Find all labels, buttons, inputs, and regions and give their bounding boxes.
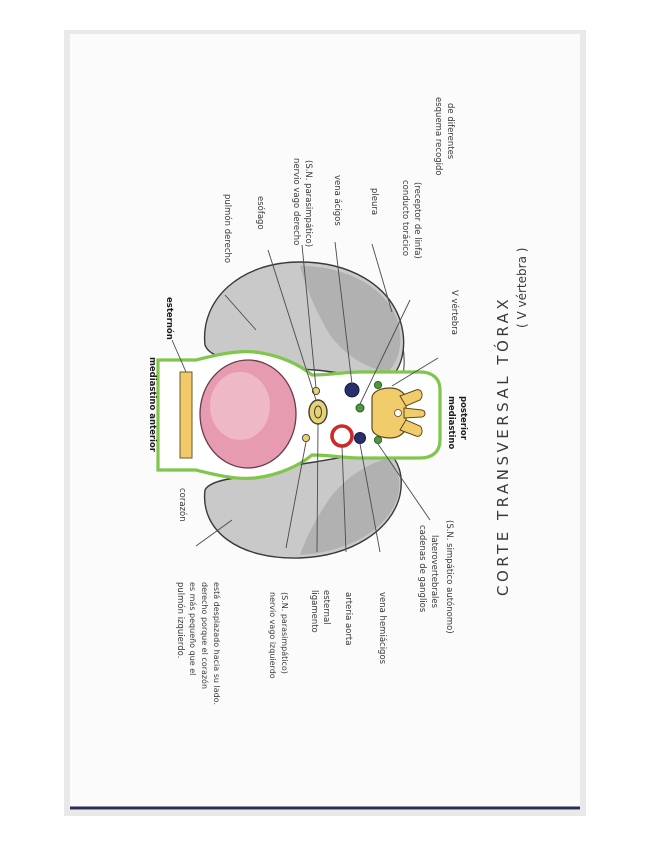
label-esquema-2: de diferentes [445,103,455,160]
label-conducto-toracico: conducto torácico [400,180,410,256]
label-pulmon-izquierdo: pulmón izquierdo. [175,582,186,658]
esophagus [309,400,327,424]
label-ligamento: ligamento [309,590,319,633]
label-esquema: esquema recogido [433,97,443,176]
hemiazygos-vein [355,433,366,444]
thoracic-duct [356,404,364,412]
label-nervio-vago-derecho-2: (S.N. parasimpático) [303,160,313,247]
diagram-subtitle: ( V vértebra ) [515,248,529,328]
azygos-vein [345,383,359,397]
label-cadenas-ganglios-3: (S.N. simpático autónomo) [444,520,455,634]
label-mediastino-posterior-2: posterior [458,396,468,441]
label-arteria-aorta: arteria aorta [343,592,353,645]
label-pleura: pleura [369,188,379,215]
label-cadenas-ganglios: cadenas de ganglios [417,525,427,613]
label-pulmon-izquierdo-2: es más pequeño que el [188,582,197,675]
sternum [180,372,192,458]
left-vagus-nerve [302,434,309,441]
label-vena-hemiacigos: vena hemiácigos [377,592,387,665]
sympathetic-ganglion-left [374,436,381,443]
label-conducto-toracico-2: (receptor de linfa) [412,182,422,259]
label-nervio-vago-izquierdo-2: (S.N. parasimpático) [280,592,289,674]
label-nervio-vago-derecho: nervio vago derecho [291,158,301,245]
label-vena-acigos: vena ácigos [332,175,342,226]
label-esofago: esófago [255,196,266,230]
label-v-vertebra: V vértebra [449,290,460,335]
sympathetic-ganglion-right [374,381,381,388]
heart-highlight [210,372,270,440]
vertebra [372,388,425,438]
label-mediastino-anterior: mediastino anterior [147,357,157,453]
label-cadenas-ganglios-2: laterovertebrales [429,535,439,609]
diagram-title: CORTE TRANSVERSAL TÓRAX [493,296,512,596]
label-pulmon-izquierdo-4: está desplazado hacia su lado. [212,582,221,705]
label-corazon: corazón [177,488,188,522]
label-mediastino-posterior: mediastino [446,396,456,449]
label-ligamento-2: esternal [321,590,331,625]
label-pulmon-derecho: pulmón derecho [222,194,233,263]
label-pulmon-izquierdo-3: derecho porque el corazón [200,582,210,689]
label-esternon: esternón [164,297,175,340]
label-nervio-vago-izquierdo: nervio vago izquierdo [268,592,277,679]
aorta [332,426,352,446]
